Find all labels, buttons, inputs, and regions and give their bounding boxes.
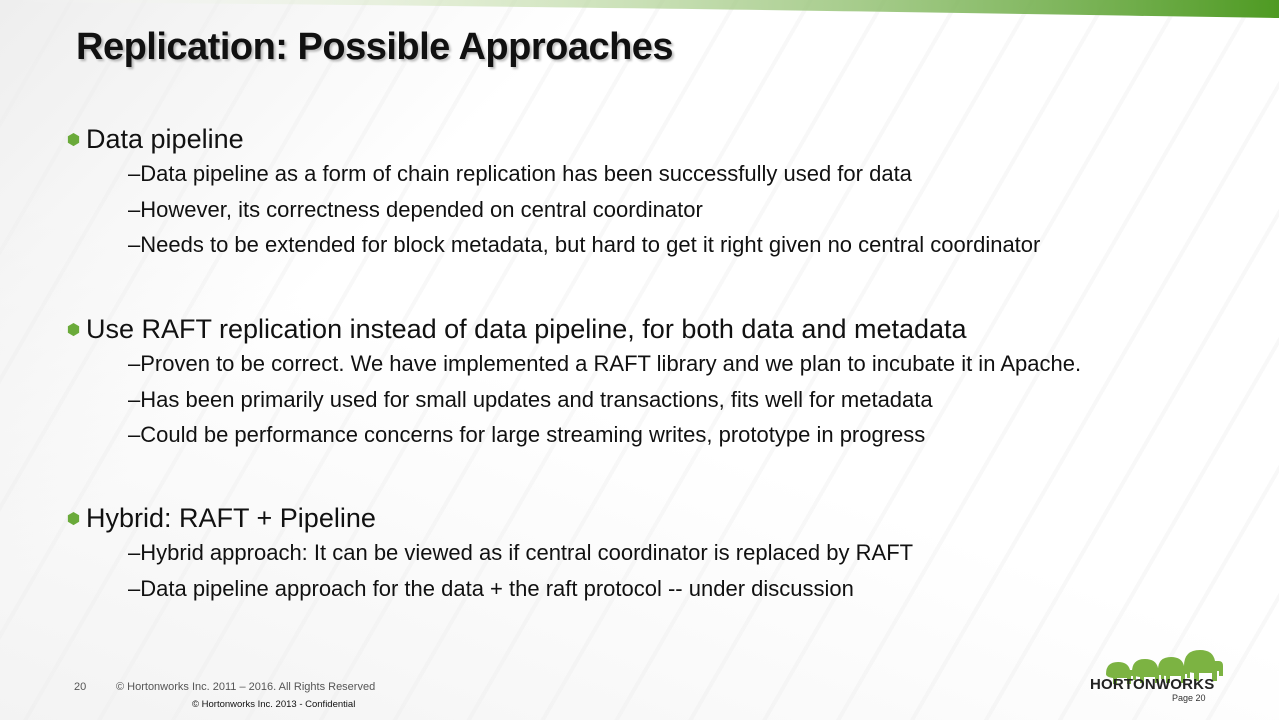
- section-heading: Use RAFT replication instead of data pip…: [66, 312, 1256, 346]
- list-item-text: Data pipeline as a form of chain replica…: [140, 161, 912, 186]
- dash-marker: –: [128, 386, 141, 412]
- list-item: –Has been primarily used for small updat…: [66, 382, 1256, 418]
- confidential-text: © Hortonworks Inc. 2013 - Confidential: [192, 699, 356, 710]
- section-label: Use RAFT replication instead of data pip…: [86, 313, 967, 344]
- dash-marker: –: [128, 351, 141, 376]
- slide-number: 20: [74, 681, 87, 693]
- list-item: –Needs to be extended for block metadata…: [66, 227, 1256, 263]
- section-hybrid: Hybrid: RAFT + Pipeline –Hybrid approach…: [66, 501, 1256, 606]
- logo-wordmark: HORTONWORKS: [1090, 676, 1215, 693]
- dash-marker: –: [128, 232, 141, 257]
- copyright-text: © Hortonworks Inc. 2011 – 2016. All Righ…: [116, 681, 376, 693]
- section-heading: Hybrid: RAFT + Pipeline: [66, 501, 1256, 535]
- dash-marker: –: [128, 575, 141, 601]
- list-item-text: Could be performance concerns for large …: [140, 422, 926, 447]
- list-item-text: Needs to be extended for block metadata,…: [140, 232, 1041, 257]
- list-item: –Could be performance concerns for large…: [66, 417, 1256, 453]
- elephant-herd-logo-icon: [1106, 650, 1223, 684]
- sub-list: –Data pipeline as a form of chain replic…: [66, 156, 1256, 263]
- page-label: Page 20: [1172, 693, 1206, 703]
- section-raft-replication: Use RAFT replication instead of data pip…: [66, 312, 1256, 453]
- dash-marker: –: [128, 196, 141, 222]
- dash-marker: –: [128, 161, 141, 186]
- green-hexagon-bullet-icon: [67, 132, 80, 146]
- top-green-band: [0, 0, 1279, 22]
- list-item: –Data pipeline as a form of chain replic…: [66, 156, 1256, 192]
- list-item: –Proven to be correct. We have implement…: [66, 346, 1256, 382]
- dash-marker: –: [128, 422, 141, 447]
- slide-title: Replication: Possible Approaches: [76, 26, 674, 68]
- green-hexagon-bullet-icon: [67, 511, 80, 525]
- list-item: –Hybrid approach: It can be viewed as if…: [66, 535, 1256, 571]
- list-item-text: However, its correctness depended on cen…: [140, 196, 703, 222]
- dash-marker: –: [128, 540, 141, 565]
- section-label: Data pipeline: [86, 123, 244, 154]
- list-item: –Data pipeline approach for the data + t…: [66, 571, 1256, 607]
- green-hexagon-bullet-icon: [67, 322, 80, 336]
- sub-list: –Proven to be correct. We have implement…: [66, 346, 1256, 453]
- section-heading: Data pipeline: [66, 122, 1256, 156]
- list-item: –However, its correctness depended on ce…: [66, 192, 1256, 228]
- list-item-text: Hybrid approach: It can be viewed as if …: [140, 540, 914, 565]
- list-item-text: Has been primarily used for small update…: [140, 386, 933, 412]
- section-label: Hybrid: RAFT + Pipeline: [86, 502, 376, 533]
- list-item-text: Data pipeline approach for the data + th…: [140, 575, 854, 601]
- sub-list: –Hybrid approach: It can be viewed as if…: [66, 535, 1256, 606]
- list-item-text: Proven to be correct. We have implemente…: [140, 351, 1082, 376]
- section-data-pipeline: Data pipeline –Data pipeline as a form o…: [66, 122, 1256, 263]
